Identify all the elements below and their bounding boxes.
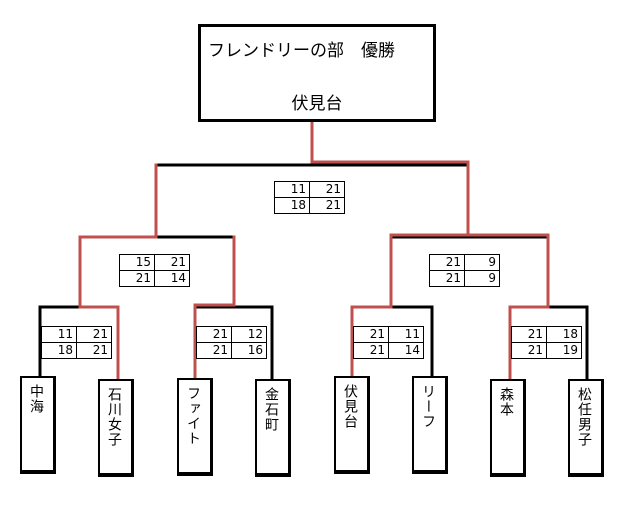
score-cell: 19 <box>546 342 582 359</box>
team-name: 伏見台 <box>342 384 358 429</box>
score-cell: 21 <box>119 270 155 287</box>
score-cell: 21 <box>353 342 389 359</box>
score-cell: 18 <box>546 326 582 343</box>
score-cell: 21 <box>196 326 232 343</box>
score-cell: 18 <box>274 197 310 214</box>
team-name: リーフ <box>420 384 436 429</box>
score-cell: 21 <box>76 326 112 343</box>
team-box-morimoto: 森本 <box>490 379 526 477</box>
score-cell: 21 <box>154 254 190 271</box>
score-cell: 12 <box>231 326 267 343</box>
team-name: ファイト <box>185 386 201 446</box>
score-cell: 11 <box>274 181 310 198</box>
team-box-fushimidai: 伏見台 <box>334 376 370 474</box>
champion-winner: 伏見台 <box>291 94 343 114</box>
score-cell: 21 <box>353 326 389 343</box>
score-cell: 21 <box>511 342 547 359</box>
score-cell: 14 <box>388 342 424 359</box>
team-name: 森本 <box>498 387 514 417</box>
champion-box: フレンドリーの部 優勝 伏見台 <box>198 24 436 122</box>
score-cell: 9 <box>464 254 500 271</box>
champion-title: フレンドリーの部 優勝 <box>208 41 395 61</box>
score-cell: 15 <box>119 254 155 271</box>
team-name: 石川女子 <box>106 387 122 447</box>
score-cell: 16 <box>231 342 267 359</box>
score-cell: 9 <box>464 270 500 287</box>
score-cell: 11 <box>388 326 424 343</box>
team-box-ishikawa-joshi: 石川女子 <box>98 379 134 477</box>
team-box-kanaishi-machi: 金石町 <box>255 379 291 477</box>
team-box-fight: ファイト <box>177 378 213 476</box>
score-cell: 11 <box>41 326 77 343</box>
score-cell: 21 <box>429 270 465 287</box>
team-name: 中海 <box>28 384 44 414</box>
score-cell: 21 <box>429 254 465 271</box>
score-cell: 21 <box>76 342 112 359</box>
score-cell: 21 <box>309 197 345 214</box>
score-cell: 21 <box>511 326 547 343</box>
winner-path-lines <box>78 121 550 383</box>
score-cell: 21 <box>309 181 345 198</box>
score-cell: 18 <box>41 342 77 359</box>
team-box-leaf: リーフ <box>412 376 448 474</box>
team-box-matto-danshi: 松任男子 <box>568 379 604 477</box>
team-box-nakaumi: 中海 <box>20 376 56 474</box>
team-name: 金石町 <box>263 387 279 432</box>
score-cell: 21 <box>196 342 232 359</box>
team-name: 松任男子 <box>576 387 592 447</box>
score-cell: 14 <box>154 270 190 287</box>
